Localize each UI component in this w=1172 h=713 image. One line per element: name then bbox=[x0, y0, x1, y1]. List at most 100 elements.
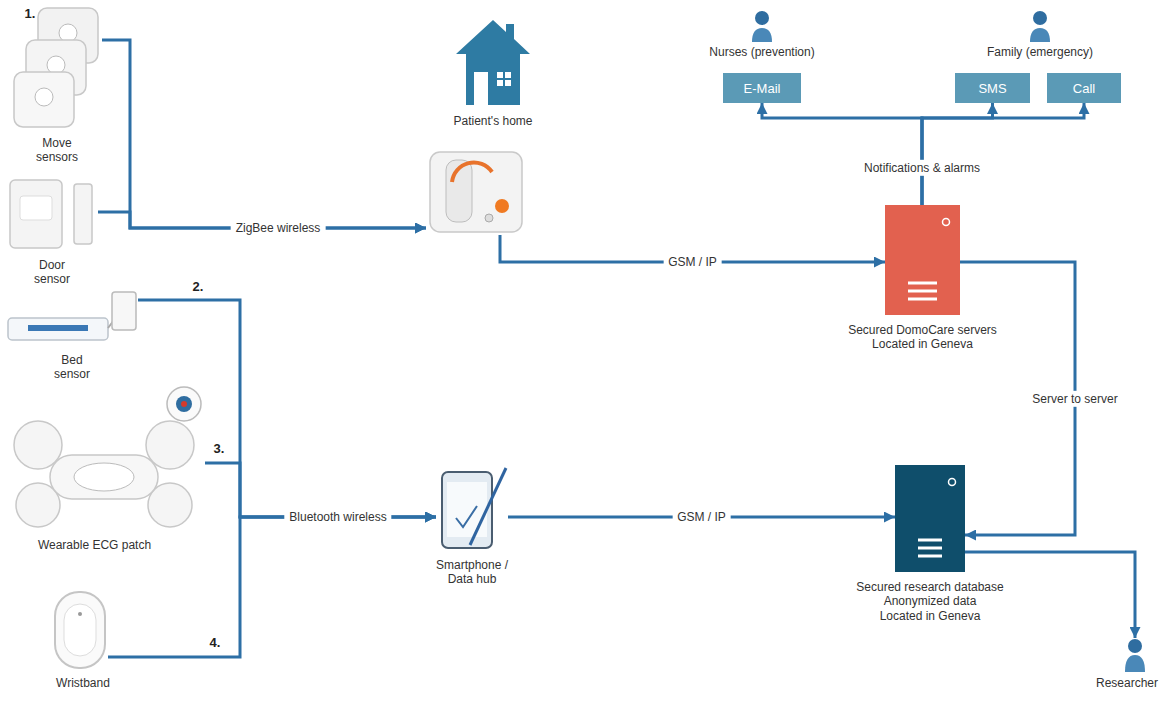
caption-text: Patient's home bbox=[453, 114, 532, 128]
house-icon bbox=[497, 80, 503, 86]
door-sensor-icon bbox=[10, 180, 62, 248]
connector-label: GSM / IP bbox=[663, 254, 722, 270]
caption-group: Family (emergency) bbox=[987, 45, 1093, 59]
channel-box: SMS bbox=[955, 73, 1030, 103]
move-sensor-icon bbox=[14, 72, 74, 127]
smartphone-icon bbox=[442, 468, 506, 548]
sensor-icon: Wearable ECG patch bbox=[8, 385, 205, 530]
callout-number: 1. bbox=[25, 6, 36, 22]
callout-number: 4. bbox=[210, 635, 221, 651]
caption-text: Researcher bbox=[1096, 676, 1158, 690]
house-icon bbox=[474, 72, 488, 105]
connector bbox=[138, 300, 436, 517]
smartphone-icon bbox=[447, 482, 487, 537]
person-icon bbox=[1125, 655, 1145, 672]
caption-text: Located in Geneva bbox=[856, 609, 1003, 623]
box-label: Call bbox=[1073, 81, 1095, 96]
house-icon bbox=[505, 72, 511, 78]
database-icon bbox=[918, 540, 942, 556]
caption-group: Wristband bbox=[56, 676, 110, 690]
callout-number: 3. bbox=[214, 441, 225, 457]
flow-label: Notifications & alarms bbox=[859, 160, 985, 176]
caption-text: Move sensors bbox=[32, 136, 82, 165]
callout-number: 2. bbox=[193, 279, 204, 295]
person-icon bbox=[752, 28, 772, 42]
caption-group: Nurses (prevention) bbox=[709, 45, 814, 59]
ecg-patch-icon bbox=[167, 387, 201, 421]
sensor-icon: Door sensor bbox=[6, 178, 98, 250]
caption-text: Bed sensor bbox=[50, 353, 94, 382]
house-icon bbox=[497, 72, 503, 78]
caption-group: Move sensors bbox=[32, 136, 82, 165]
connector bbox=[965, 552, 1135, 638]
connector-label: GSM / IP bbox=[672, 509, 731, 525]
person-icon bbox=[752, 11, 1145, 672]
base-station-icon bbox=[485, 214, 493, 222]
ecg-patch-icon bbox=[14, 387, 201, 527]
connector-label: Bluetooth wireless bbox=[284, 509, 391, 525]
person-icon: Researcher bbox=[1123, 638, 1147, 672]
caption-text: Family (emergency) bbox=[987, 45, 1093, 59]
connector bbox=[762, 103, 922, 205]
caption-group: Door sensor bbox=[29, 258, 75, 287]
caption-text: Wearable ECG patch bbox=[38, 538, 151, 552]
base-station-icon bbox=[452, 162, 492, 182]
house-icon bbox=[505, 80, 511, 86]
caption-text: Located in Geneva bbox=[848, 337, 997, 351]
house-icon bbox=[456, 20, 530, 105]
smartphone-icon bbox=[470, 468, 506, 545]
caption-group: Secured DomoCare serversLocated in Genev… bbox=[848, 323, 997, 352]
wristband-icon bbox=[55, 592, 105, 668]
caption-text: Nurses (prevention) bbox=[709, 45, 814, 59]
ecg-patch-icon bbox=[146, 421, 194, 469]
bed-sensor-icon bbox=[8, 318, 108, 340]
bed-sensor-icon bbox=[8, 292, 136, 340]
wristband-icon bbox=[55, 592, 105, 668]
smartphone-icon bbox=[456, 506, 477, 527]
caption-text: Door sensor bbox=[29, 258, 75, 287]
bed-sensor-icon bbox=[112, 292, 136, 330]
channel-box: E-Mail bbox=[723, 73, 801, 103]
channel-box: Call bbox=[1047, 73, 1121, 103]
person-icon bbox=[1128, 639, 1142, 653]
base-station: Patient's home bbox=[426, 150, 524, 235]
caption-text: Secured DomoCare servers bbox=[848, 323, 997, 337]
database-icon bbox=[949, 479, 956, 486]
caption-group: Patient's home bbox=[453, 114, 532, 128]
database-icon bbox=[895, 465, 965, 572]
smartphone-icon bbox=[442, 472, 492, 548]
person-icon: Family (emergency) bbox=[1028, 10, 1052, 42]
door-sensor-icon bbox=[20, 196, 52, 220]
door-sensor-icon bbox=[10, 180, 92, 248]
person-icon bbox=[1030, 28, 1050, 42]
server-icon bbox=[943, 219, 950, 226]
base-station-icon bbox=[430, 152, 522, 232]
connector bbox=[922, 103, 1084, 205]
server-icon: Secured DomoCare serversLocated in Genev… bbox=[885, 205, 960, 315]
database-icon: Secured research databaseAnonymized data… bbox=[895, 465, 965, 572]
ecg-patch-icon bbox=[176, 396, 192, 412]
sensor-icon: Bed sensor bbox=[6, 290, 138, 345]
connector-label: Server to server bbox=[1027, 390, 1122, 406]
caption-text: Secured research database bbox=[856, 580, 1003, 594]
door-sensor-icon bbox=[74, 184, 92, 244]
box-label: SMS bbox=[978, 81, 1006, 96]
connector bbox=[108, 517, 436, 657]
database-icon bbox=[895, 465, 965, 572]
caption-text: Anonymized data bbox=[856, 594, 1003, 608]
connector-label: ZigBee wireless bbox=[231, 220, 326, 236]
ecg-patch-icon bbox=[50, 455, 158, 499]
move-sensor-icon bbox=[35, 88, 53, 106]
sensor-icon: Move sensors bbox=[12, 8, 102, 130]
wristband-icon bbox=[78, 612, 82, 616]
caption-group: Bed sensor bbox=[50, 353, 94, 382]
bed-sensor-icon bbox=[28, 325, 88, 331]
ecg-patch-icon bbox=[181, 401, 187, 407]
sensor-icon: Wristband bbox=[52, 590, 108, 670]
connector bbox=[102, 40, 426, 228]
server-icon bbox=[885, 205, 960, 315]
ecg-patch-icon bbox=[74, 463, 134, 491]
move-sensor-icon bbox=[14, 8, 98, 127]
